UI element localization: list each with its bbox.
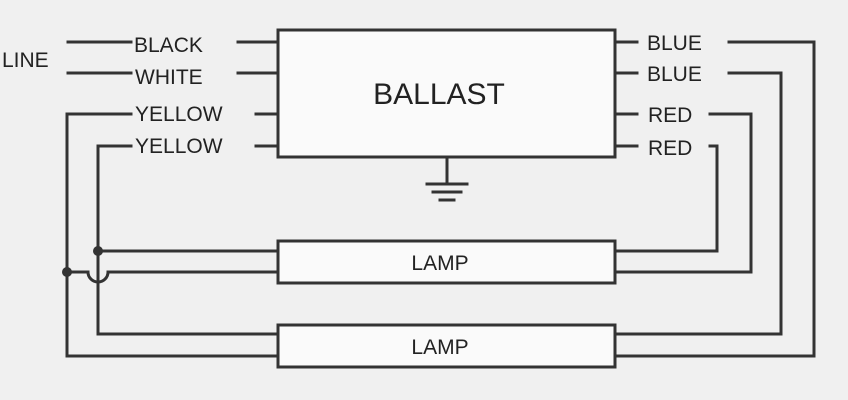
ballast-box (276, 28, 617, 159)
lead-label-blue-1: BLUE (647, 32, 702, 55)
lamp-1 (276, 239, 617, 285)
lead-label-white: WHITE (135, 66, 203, 89)
lamp-2-label: LAMP (411, 336, 468, 359)
lead-label-red-1: RED (648, 104, 692, 127)
wire-blue-2 (615, 71, 783, 336)
wire-yellow-2 (96, 144, 133, 336)
lead-label-yellow-2: YELLOW (135, 135, 223, 158)
wire-red-1 (615, 112, 753, 274)
lead-label-black: BLACK (134, 34, 203, 57)
lead-label-blue-2: BLUE (647, 63, 702, 86)
wire-blue-1 (615, 40, 816, 358)
ground-icon (425, 155, 469, 202)
wire-lamp1-lower-crossover (65, 270, 280, 284)
ballast-label: BALLAST (373, 78, 505, 111)
wire-yellow-1 (65, 112, 280, 358)
junction-dot (93, 246, 103, 256)
line-label: LINE (2, 49, 49, 72)
lamp-2 (276, 323, 617, 369)
lead-label-yellow-1: YELLOW (135, 103, 223, 126)
junction-dot (62, 267, 72, 277)
wire-red-2 (615, 144, 719, 253)
lamp-1-label: LAMP (411, 252, 468, 275)
lead-label-red-2: RED (648, 137, 692, 160)
